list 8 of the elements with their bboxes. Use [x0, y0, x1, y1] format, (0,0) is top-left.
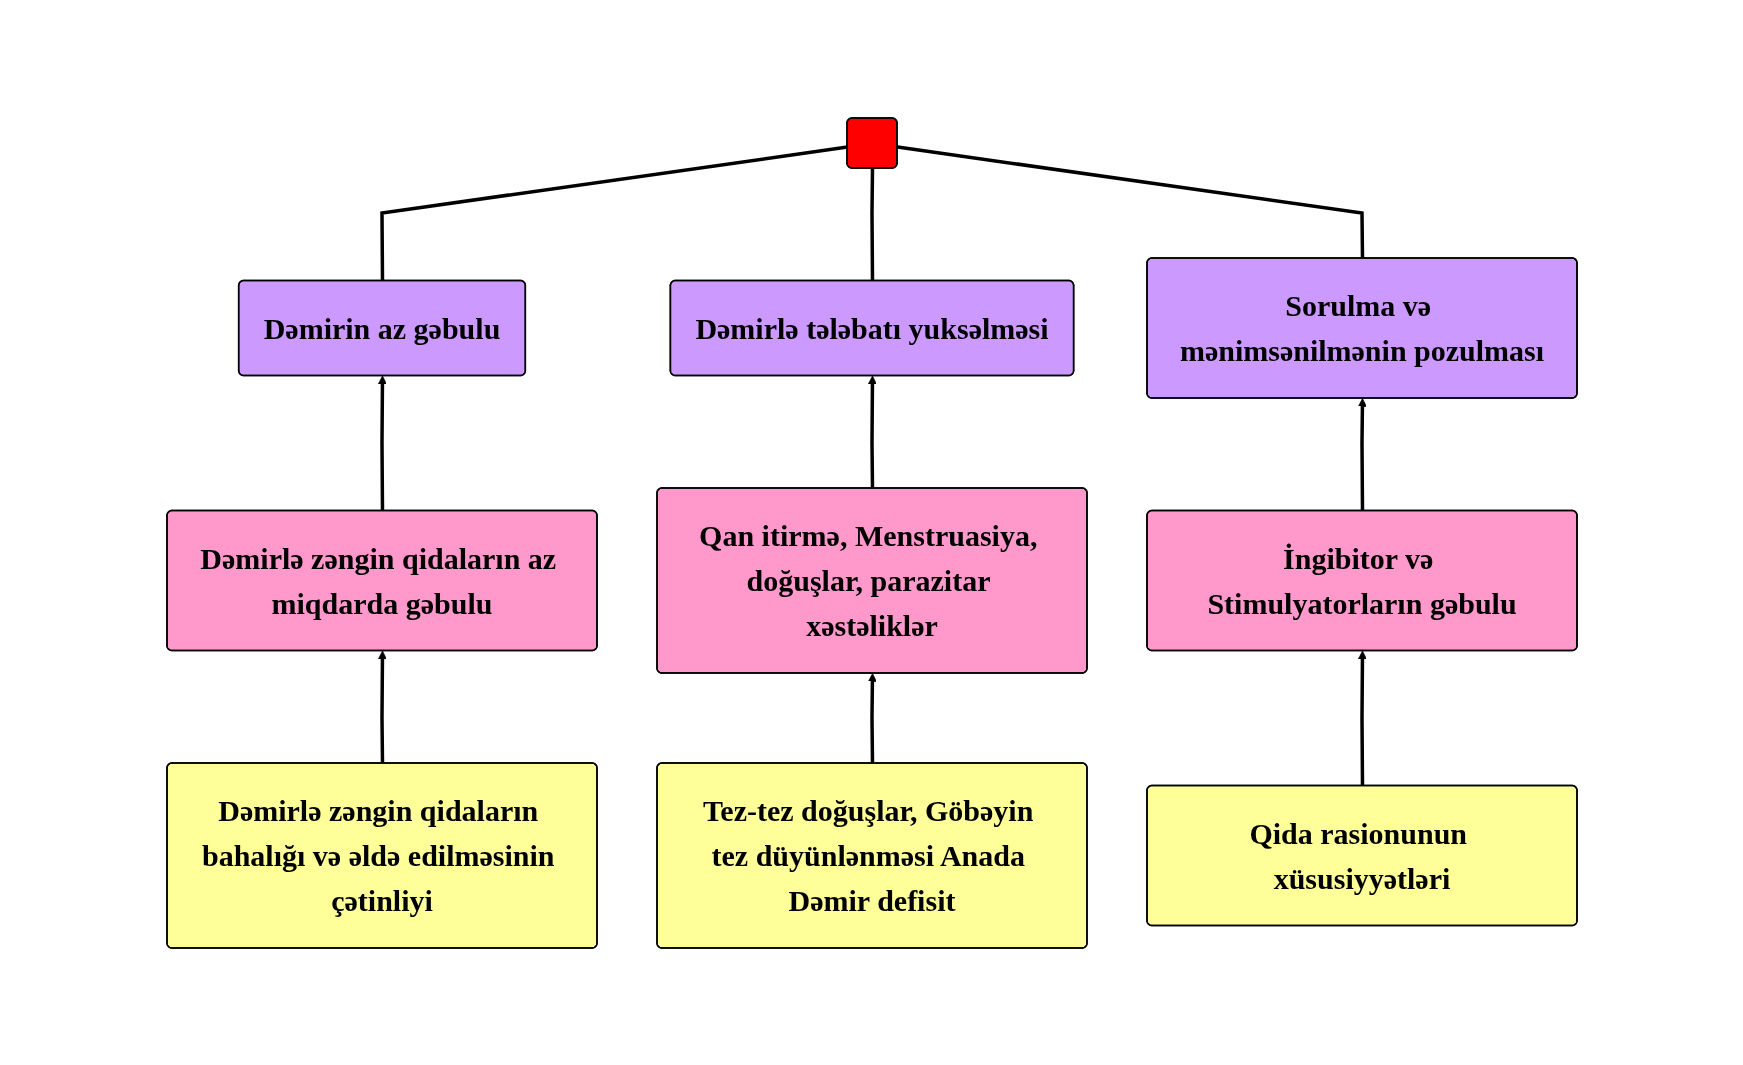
connector [869, 168, 874, 281]
arrow [867, 672, 877, 763]
arrow [1357, 397, 1367, 511]
arrow [1357, 650, 1367, 786]
arrow [867, 375, 877, 488]
arrow [377, 375, 387, 511]
arrow [377, 650, 387, 763]
connector [896, 144, 1364, 258]
